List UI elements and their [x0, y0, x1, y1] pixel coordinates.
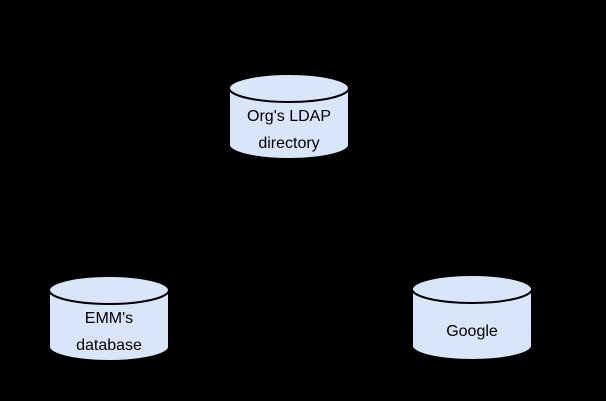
cylinder-top	[411, 274, 533, 304]
node-label-line2: directory	[258, 135, 320, 152]
cylinder-body	[48, 290, 170, 362]
node-label: Google	[411, 303, 533, 359]
node-org-ldap-directory: Org's LDAP directory	[228, 73, 350, 160]
node-label-line1: EMM's	[84, 310, 134, 327]
node-label-line1: Google	[446, 322, 498, 340]
database-cylinder-icon	[228, 73, 350, 160]
node-google: Google	[411, 274, 533, 361]
cylinder-top	[48, 275, 170, 305]
cylinder-body	[228, 88, 350, 160]
node-label: EMM's database	[48, 304, 170, 360]
node-emm-database: EMM's database	[48, 275, 170, 362]
node-label-line1: Org's LDAP	[247, 108, 331, 125]
node-label-line2: database	[76, 337, 142, 354]
node-label: Org's LDAP directory	[228, 102, 350, 158]
database-cylinder-icon	[411, 274, 533, 361]
cylinder-top	[228, 73, 350, 103]
cylinder-body	[411, 289, 533, 361]
database-cylinder-icon	[48, 275, 170, 362]
